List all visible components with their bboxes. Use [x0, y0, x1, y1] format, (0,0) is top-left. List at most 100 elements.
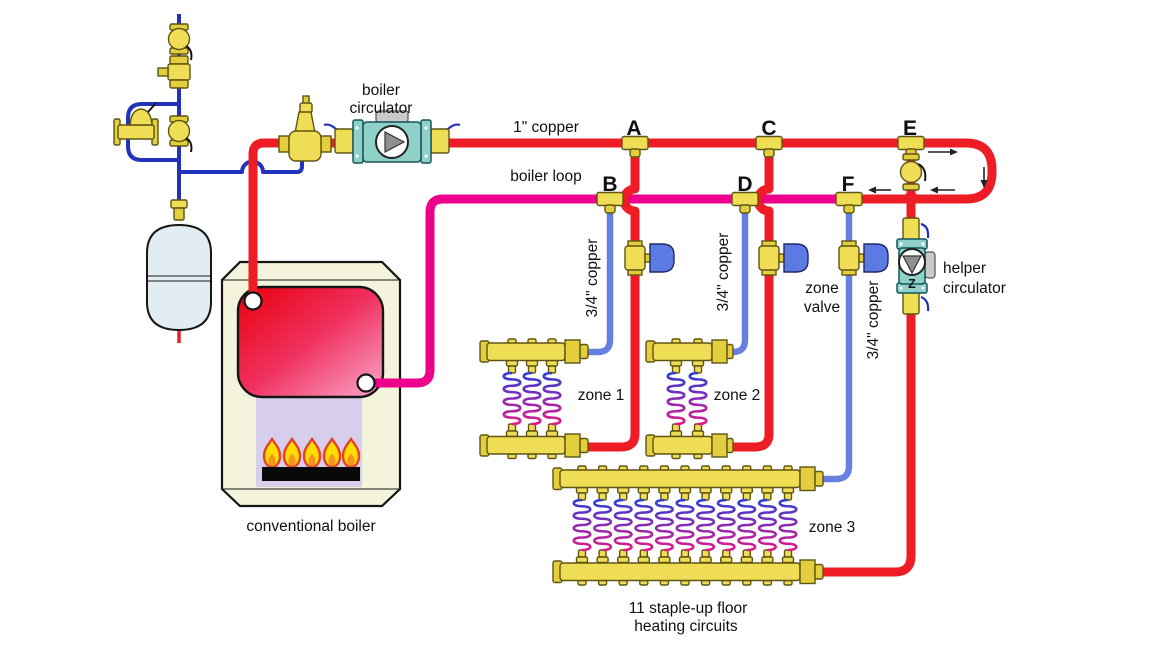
zone1-supply-pipe — [584, 149, 640, 452]
manifold-port-fitting — [525, 359, 539, 367]
zone1-label: zone 1 — [578, 387, 625, 404]
manifold-port-fitting — [658, 556, 671, 564]
point-A: A — [626, 117, 641, 140]
manifold-port-fitting — [699, 486, 712, 494]
text-labels: boiler circulator 1" copper boiler loop … — [246, 82, 1006, 635]
expansion-tank — [146, 223, 212, 343]
tank-union-fitting — [170, 199, 188, 221]
pump-z-marking: Z — [908, 277, 916, 291]
boiler-supply-pipe-1in-copper — [248, 138, 997, 300]
zone-valve-2 — [758, 240, 809, 276]
manifold-port-fitting — [669, 359, 683, 367]
heating-circuit-coil — [613, 498, 633, 552]
zone-valve-3 — [838, 240, 889, 276]
tank-seam — [147, 275, 211, 282]
zone2-return-pipe — [729, 206, 749, 356]
heating-circuit-coil — [737, 498, 757, 552]
tee-B — [596, 191, 624, 214]
manifold-port-fitting — [658, 486, 671, 494]
heating-circuit-coil — [666, 371, 686, 426]
point-E: E — [903, 117, 917, 140]
staple-up-label-line2: heating circuits — [634, 618, 738, 635]
air-separator — [278, 95, 332, 162]
makeup-water-assembly — [113, 23, 193, 221]
tee-C — [755, 135, 783, 158]
backflow-preventer — [157, 55, 191, 89]
tee-F — [835, 191, 863, 214]
manifold-port-fitting — [637, 556, 650, 564]
manifold-port-fitting — [761, 486, 774, 494]
zone-valve-label-line1: zone — [805, 280, 839, 297]
conventional-boiler — [220, 260, 402, 508]
pipe-size-zone1-label: 3/4" copper — [584, 239, 601, 318]
fill-pressure-reducing-valve — [113, 102, 159, 146]
zone3-label: zone 3 — [809, 519, 856, 536]
manifold-port-fitting — [596, 556, 609, 564]
ball-valve-top — [167, 23, 193, 61]
heating-circuit-coil — [778, 498, 798, 552]
zone3-return-pipe — [821, 206, 853, 483]
pipe-size-zone3-label: 3/4" copper — [865, 281, 882, 360]
manifold-port-fitting — [505, 430, 519, 438]
zone-valve-actuator — [783, 243, 809, 273]
helper-circulator-label-line1: helper — [943, 260, 986, 277]
expansion-tank-body — [146, 223, 212, 332]
manifold-port-fitting — [617, 486, 630, 494]
boiler-loop-label: boiler loop — [510, 168, 582, 185]
manifold-port-fitting — [575, 486, 589, 494]
manifold-port-fitting — [781, 486, 795, 494]
manifold-port-fitting — [740, 486, 753, 494]
zone2-manifolds — [645, 338, 734, 460]
manifold-port-fitting — [691, 430, 705, 438]
manifold-port-fitting — [505, 359, 519, 367]
heating-circuit-coil — [688, 371, 708, 426]
helper-circulator-label-line2: circulator — [943, 280, 1006, 297]
manifold-port-fitting — [678, 556, 692, 564]
zone-valve-label-line2: valve — [804, 299, 840, 316]
zone-valve-actuator — [863, 243, 889, 273]
heating-circuit-coil — [716, 498, 736, 552]
boiler-circulator-label-line2: circulator — [350, 100, 413, 117]
heating-circuit-coil — [572, 498, 592, 552]
boiler-loop-return-pipe — [369, 194, 854, 388]
boiler-circulator-label-line1: boiler — [362, 82, 400, 99]
heating-circuit-coil — [522, 371, 542, 426]
manifold-port-fitting — [637, 486, 650, 494]
manifold-port-fitting — [669, 430, 683, 438]
tee-A — [621, 135, 649, 158]
staple-up-label-line1: 11 staple-up floor — [629, 600, 748, 617]
pipe-size-main-label: 1" copper — [513, 119, 579, 136]
boiler-return-port — [356, 373, 376, 393]
burner-bar — [262, 467, 360, 481]
conventional-boiler-label: conventional boiler — [246, 518, 375, 535]
manifold-port-fitting — [761, 556, 774, 564]
tee-D — [731, 191, 759, 214]
manifold-port-fitting — [699, 556, 712, 564]
manifold-port-fitting — [781, 556, 795, 564]
point-F: F — [842, 173, 855, 196]
expansion-tank-connection-pipe — [179, 159, 304, 174]
zone3-circuits — [572, 465, 798, 586]
manifold-port-fitting — [617, 556, 630, 564]
zone2-supply-pipe — [730, 149, 774, 452]
ball-valve-main — [167, 115, 193, 153]
flow-direction-arrows — [868, 148, 988, 194]
zone3-manifolds — [552, 465, 824, 586]
zone-valve-actuator — [649, 243, 675, 273]
ball-valve-E-drop — [899, 153, 927, 191]
heating-circuit-coil — [654, 498, 674, 552]
manifold-port-fitting — [545, 430, 559, 438]
manifold-port-fitting — [575, 556, 589, 564]
manifold-port-fitting — [720, 486, 733, 494]
manifold-port-fitting — [678, 486, 692, 494]
heating-circuit-coil — [634, 498, 654, 552]
piping — [126, 14, 997, 577]
point-C: C — [761, 117, 776, 140]
zone3-supply-pipe — [812, 199, 916, 577]
point-D: D — [737, 173, 752, 196]
flow-direction-triangle — [384, 131, 406, 153]
point-B: B — [602, 173, 617, 196]
pipe-size-zone2-label: 3/4" copper — [715, 233, 732, 312]
